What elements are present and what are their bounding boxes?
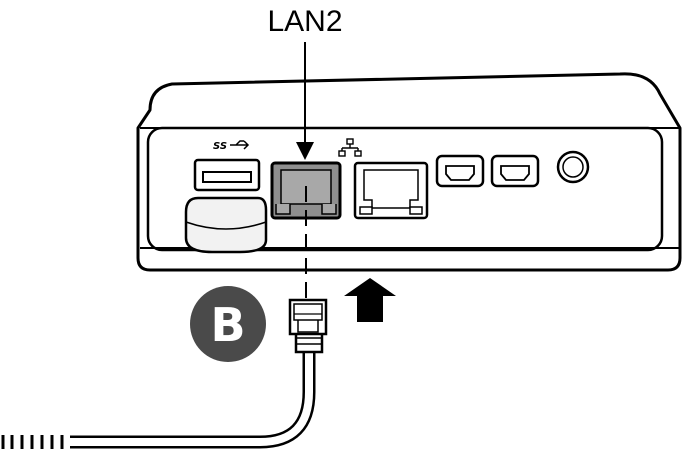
up-arrow-icon — [344, 278, 396, 322]
rj45-plug — [290, 300, 326, 334]
lan1-port — [355, 163, 427, 218]
usb-dongle — [186, 198, 266, 252]
ethernet-cable — [3, 330, 322, 449]
usb-port — [195, 160, 259, 190]
lan2-label: LAN2 — [267, 5, 342, 38]
usb-logo-text: SS — [213, 141, 227, 152]
step-badge: B — [190, 286, 266, 362]
mini-displayport-1 — [437, 156, 483, 186]
step-badge-letter: B — [210, 298, 245, 352]
audio-jack — [558, 152, 588, 182]
mini-displayport-2 — [492, 156, 538, 186]
